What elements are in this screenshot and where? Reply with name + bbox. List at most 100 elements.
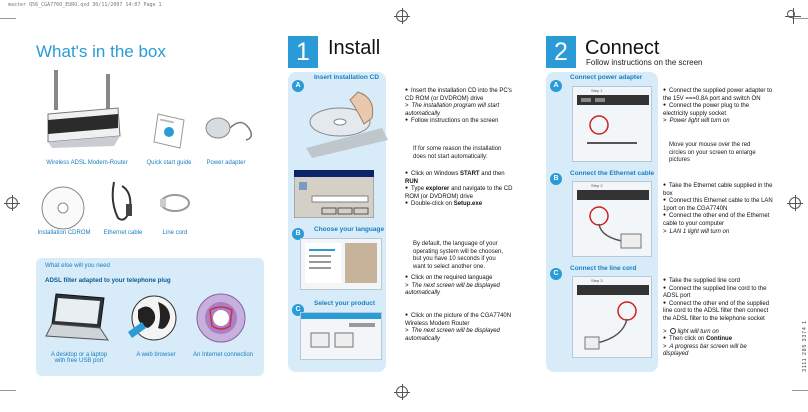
web-browser-globe-image <box>128 295 177 341</box>
connect-step-a-box: Move your mouse over the red circles on … <box>664 138 770 169</box>
instr-bullet: Double-click on Setup.exe <box>405 201 513 209</box>
step-marker-b: B <box>550 173 562 185</box>
item-label-power-adapter: Power adapter <box>206 160 246 166</box>
run-dialog-screenshot <box>294 170 374 218</box>
instr-note: A progress bar screen will be displayed <box>663 344 773 359</box>
connect-step-number: 2 <box>546 36 576 68</box>
internet-connection-image <box>196 293 246 343</box>
adsl-light-icon <box>669 327 676 334</box>
step-marker-a: A <box>292 80 304 92</box>
connect-subtitle: Follow instructions on the screen <box>586 58 703 67</box>
instr-bullet: Insert the installation CD into the PC's… <box>405 88 513 103</box>
instr-bullet: Connect the power plug to the electricit… <box>663 103 773 118</box>
crop-mark <box>0 18 16 19</box>
instr-text: and navigate to the CD ROM (or DVDROM) d… <box>405 186 513 200</box>
else-label-computer-line1: A desktop or a laptop <box>50 352 108 358</box>
registration-mark-icon <box>394 8 410 24</box>
connect-step-a-title: Connect power adapter <box>570 74 643 81</box>
instr-bullet: Take the Ethernet cable supplied in the … <box>663 183 773 198</box>
instr-text: Click on Windows <box>411 171 461 177</box>
instr-text: and then <box>479 171 505 177</box>
install-step-a-instructions-2: Click on Windows START and then RUN Type… <box>405 171 513 209</box>
instr-bullet: Connect this Ethernet cable to the LAN 1… <box>663 198 773 213</box>
else-label-web-browser: A web browser <box>136 352 176 358</box>
instr-note: light will turn on <box>663 327 773 337</box>
language-screen-screenshot <box>300 238 382 290</box>
connect-ethernet-screenshot: Step 2 <box>572 181 652 257</box>
instr-text: Then click on <box>669 336 707 343</box>
power-adapter-image <box>205 117 253 141</box>
connect-step-b-title: Connect the Ethernet cable <box>570 170 655 177</box>
instr-bold: Setup.exe <box>453 201 483 208</box>
instr-bold: explorer <box>425 186 450 193</box>
registration-mark-icon <box>4 195 20 211</box>
install-step-number: 1 <box>288 36 318 68</box>
instr-note: The next screen will be displayed automa… <box>405 328 513 343</box>
connect-step-a-instructions: Connect the supplied power adapter to th… <box>663 88 773 126</box>
item-label-cdrom: Installation CDROM <box>37 230 91 236</box>
step-marker-c: C <box>550 268 562 280</box>
else-label-internet: An Internet connection <box>192 352 254 358</box>
item-label-ethernet-cable: Ethernet cable <box>103 230 143 236</box>
instr-note: The next screen will be displayed automa… <box>405 283 513 298</box>
install-step-c-instructions: Click on the picture of the CGA7740N Wir… <box>405 313 513 343</box>
else-label-computer: A desktop or a laptop with free USB port <box>40 352 118 364</box>
instr-bullet: Follow instructions on the screen <box>405 118 513 126</box>
install-step-b-instructions: Click on the required language The next … <box>405 275 513 298</box>
what-else-title: What else will you need <box>45 262 111 269</box>
shot-step-label: Step 2 <box>591 183 603 188</box>
else-label-computer-line2: with free USB port <box>54 358 104 364</box>
instr-note: The installation program will start auto… <box>405 103 513 118</box>
quick-start-guide-image <box>153 113 185 149</box>
connect-step-c-instructions: Take the supplied line cord Connect the … <box>663 278 773 359</box>
instr-note: Power light will turn on <box>663 118 773 126</box>
laptop-image <box>45 293 109 341</box>
whats-in-box-title: What's in the box <box>36 42 166 61</box>
install-step-a-box: If for some reason the installation does… <box>408 142 512 166</box>
install-step-b-title: Choose your language <box>314 226 385 233</box>
document-code: 3111 285 3374 1 <box>802 320 808 372</box>
product-screen-screenshot <box>300 312 382 360</box>
instr-bullet: Connect the supplied power adapter to th… <box>663 88 773 103</box>
instr-note-text: light will turn on <box>677 328 719 335</box>
instr-bullet: Click on Windows START and then RUN <box>405 171 513 186</box>
instr-text: Double-click on <box>411 201 454 208</box>
print-header: master Q56_CGA7760_EURO.qxd 30/11/2007 1… <box>8 2 162 8</box>
instr-note: LAN 1 light will turn on <box>663 229 773 237</box>
item-label-line-cord: Line cord <box>162 230 188 236</box>
instr-text: Type <box>411 186 426 193</box>
instr-bullet: Take the supplied line cord <box>663 278 773 286</box>
connect-line-cord-screenshot: Step 3 <box>572 276 652 358</box>
connect-title: Connect <box>585 37 660 59</box>
crop-mark <box>792 18 808 19</box>
connect-power-screenshot: Step 1 <box>572 86 652 162</box>
instr-bullet: Then click on Continue <box>663 336 773 344</box>
ethernet-cable-image <box>111 181 132 221</box>
instr-bullet: Click on the picture of the CGA7740N Wir… <box>405 313 513 328</box>
instr-bold: START <box>460 171 480 177</box>
cdrom-image <box>41 186 85 230</box>
step-marker-b: B <box>292 228 304 240</box>
registration-mark-icon <box>787 195 803 211</box>
install-step-a-instructions: Insert the installation CD into the PC's… <box>405 88 513 126</box>
instr-bold: RUN <box>405 178 418 185</box>
router-image <box>47 70 121 148</box>
instr-bullet: Connect the other end of the supplied li… <box>663 301 773 324</box>
shot-step-label: Step 3 <box>591 278 603 283</box>
shot-step-label: Step 1 <box>591 88 603 93</box>
install-title: Install <box>328 37 381 59</box>
install-step-c-title: Select your product <box>314 300 376 307</box>
connect-step-c-title: Connect the line cord <box>570 265 637 272</box>
instr-bullet: Click on the required language <box>405 275 513 283</box>
crop-mark <box>792 390 808 391</box>
cd-insert-image <box>306 91 388 158</box>
install-step-b-box: By default, the language of your operati… <box>408 237 512 276</box>
instr-bullet: Connect the supplied line cord to the AD… <box>663 286 773 301</box>
connect-step-b-instructions: Take the Ethernet cable supplied in the … <box>663 183 773 236</box>
instr-bullet: Type explorer and navigate to the CD ROM… <box>405 186 513 201</box>
registration-mark-icon <box>785 8 801 24</box>
step-marker-a: A <box>550 80 562 92</box>
instr-bold: Continue <box>706 336 733 343</box>
instr-bullet: Connect the other end of the Ethernet ca… <box>663 213 773 228</box>
what-else-subtitle: ADSL filter adapted to your telephone pl… <box>45 277 171 284</box>
